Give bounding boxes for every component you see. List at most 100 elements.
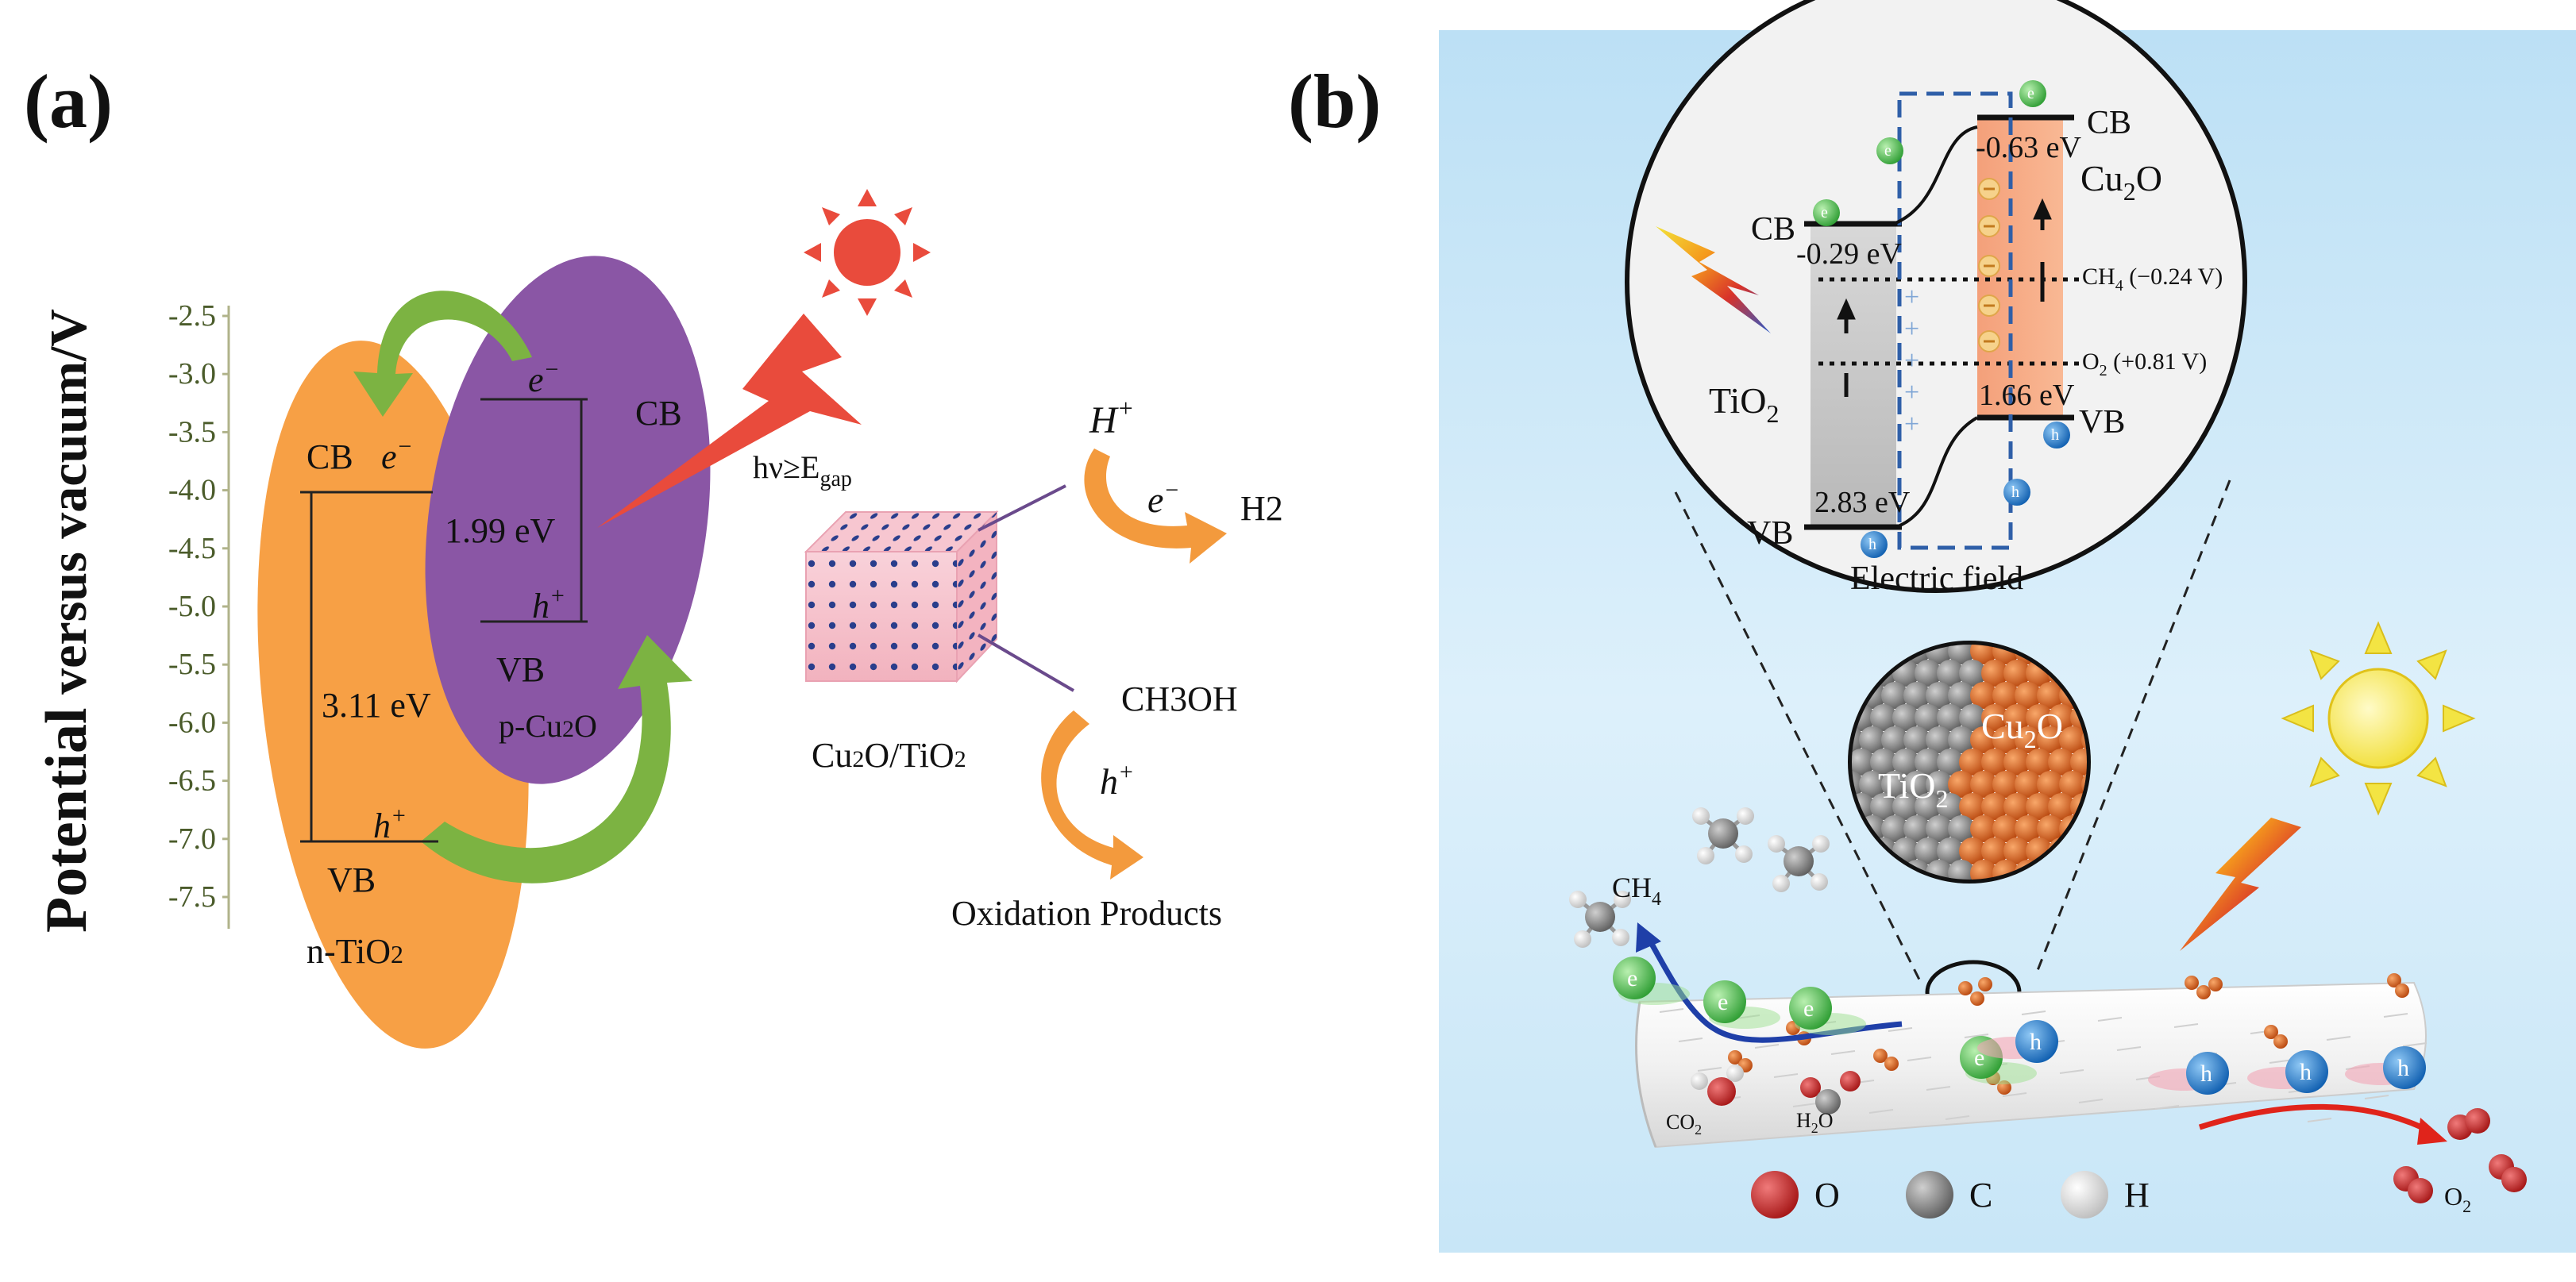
positive-charge: +: [1904, 314, 1919, 344]
svg-text:h: h: [1868, 536, 1876, 553]
svg-text:e: e: [1821, 204, 1828, 221]
inset-electron-3: e: [2019, 80, 2046, 107]
co2-molecule: [1800, 1071, 1861, 1115]
inset-vb-left-value: 2.83 eV: [1814, 486, 1911, 519]
methanol-label: CH3OH: [1121, 679, 1238, 718]
svg-text:h: h: [2051, 426, 2059, 444]
y-tick-label: -3.0: [168, 357, 216, 391]
inset-vb-right: VB: [2079, 404, 2125, 441]
svg-text:h: h: [2397, 1055, 2409, 1081]
ch4-molecules: [1569, 807, 1830, 948]
inset-light-bolt-icon: [1656, 226, 1771, 333]
rod-light-bolt-icon: [2180, 818, 2301, 951]
light-bolt-icon: [597, 314, 862, 528]
h2o-molecule: [1691, 1064, 1744, 1106]
tio2-cb-label: CB: [307, 437, 353, 476]
hole-label: h+: [1100, 759, 1134, 802]
cu2o-dot: [2208, 977, 2223, 991]
tio2-name: n-TiO2: [307, 932, 403, 971]
hole: [2015, 1020, 2058, 1063]
cu2o-gap-value: 1.99 eV: [445, 511, 556, 550]
electron: [1703, 980, 1746, 1023]
inset-cb-left: CB: [1751, 211, 1795, 248]
sun-icon: [804, 189, 931, 316]
svg-text:h: h: [2030, 1029, 2042, 1055]
cu2o-dot: [1728, 1050, 1742, 1064]
cube-connector-bottom: [977, 633, 1075, 692]
hole: [2186, 1052, 2229, 1095]
oxidation-products-label: Oxidation Products: [951, 894, 1222, 933]
zoom-line-left: [1674, 491, 1923, 985]
hole-transfer-path: [1895, 416, 1978, 529]
inset-vb-right-value: 1.66 eV: [1979, 379, 2075, 412]
ch4-label: CH4: [1612, 872, 1661, 910]
reduction-arrow: [1084, 449, 1227, 564]
y-tick-label: -4.5: [168, 532, 216, 565]
cu2o-dot: [1873, 1049, 1888, 1063]
electric-field-box: [1897, 91, 2013, 550]
cu2o-name: p-Cu2O: [499, 708, 597, 744]
panel-a: (a) Potential versus vacuum/V -2.5-3.0-3…: [24, 59, 1283, 1049]
positive-charge: +: [1904, 346, 1919, 375]
y-tick-label: -4.0: [168, 474, 216, 507]
svg-text:e: e: [1884, 142, 1892, 160]
cu2o-dot: [2196, 985, 2211, 999]
y-tick-label: -5.0: [168, 590, 216, 623]
cu2o-vb-label: VB: [496, 650, 545, 689]
y-axis-ticks: -2.5-3.0-3.5-4.0-4.5-5.0-5.5-6.0-6.5-7.0…: [168, 299, 229, 914]
tio2-electron-label: e−: [381, 433, 413, 476]
photon-energy-label: hν≥Egap: [753, 449, 852, 491]
cu2o-dot: [2395, 984, 2409, 998]
svg-text:e: e: [1627, 965, 1637, 991]
legend-label: O: [1814, 1176, 1840, 1215]
o2-molecules: [2393, 1108, 2527, 1203]
svg-text:e: e: [2027, 85, 2034, 102]
cu2o-dot: [2264, 1025, 2278, 1039]
electron-flow-arrowhead: [1636, 922, 1661, 953]
y-tick-label: -7.0: [168, 822, 216, 856]
h2o-label: H2O: [1796, 1109, 1834, 1136]
oxygen-flow-arrow: [2198, 1103, 2431, 1134]
o2-label: O2: [2444, 1182, 2471, 1216]
cu2o-dot: [2273, 1034, 2288, 1049]
inset-cb-left-value: -0.29 eV: [1796, 237, 1903, 271]
cu2o-hole-label: h+: [532, 583, 565, 626]
svg-text:e: e: [1718, 989, 1728, 1015]
cu2o-dot: [2185, 976, 2199, 990]
positive-charge: +: [1904, 283, 1919, 312]
cube-connector-top: [978, 484, 1066, 532]
inset-ch4-level: CH4 (−0.24 V): [2082, 264, 2223, 295]
y-tick-label: -6.0: [168, 706, 216, 739]
legend-ball: [1751, 1171, 1799, 1218]
cu2o-tio2-cube: [804, 510, 999, 683]
tio2-hole-label: h+: [373, 803, 407, 845]
electric-field-label: Electric field: [1850, 560, 2023, 597]
interface-charges: +++++: [1904, 178, 2000, 439]
inset-hole-1: h: [1861, 531, 1888, 558]
h2-label: H2: [1240, 489, 1283, 528]
inset-o2-level: O2 (+0.81 V): [2082, 348, 2207, 379]
electron-transfer-arrow: [353, 291, 532, 417]
svg-text:e: e: [1803, 995, 1814, 1022]
oxygen-flow-arrowhead: [2417, 1118, 2447, 1145]
legend-ball: [1906, 1171, 1953, 1218]
cu2o-dot: [1970, 991, 1984, 1006]
inset-hole-3: h: [2043, 422, 2070, 449]
hole: [2383, 1046, 2426, 1089]
cu2o-dot: [1978, 977, 1992, 991]
electron: [1613, 957, 1656, 999]
zoom-line-right: [2035, 479, 2231, 973]
inset-tio2-label: TiO2: [1709, 380, 1779, 428]
inset-cu2o-label: Cu2O: [2080, 158, 2162, 206]
inset-electron-1: e: [1813, 199, 1840, 226]
electron-transfer-path: [1893, 125, 1978, 225]
legend-label: H: [2124, 1176, 2150, 1215]
panel-b: (b): [1288, 0, 2576, 1253]
hole-transfer-arrow: [421, 635, 692, 884]
tio2-cu2o-particle: TiO2 Cu2O: [1848, 641, 2091, 884]
panel-a-label: (a): [24, 59, 113, 144]
cu2o-dot: [1884, 1057, 1899, 1071]
particle-cu2o-label: Cu2O: [1981, 706, 2063, 753]
